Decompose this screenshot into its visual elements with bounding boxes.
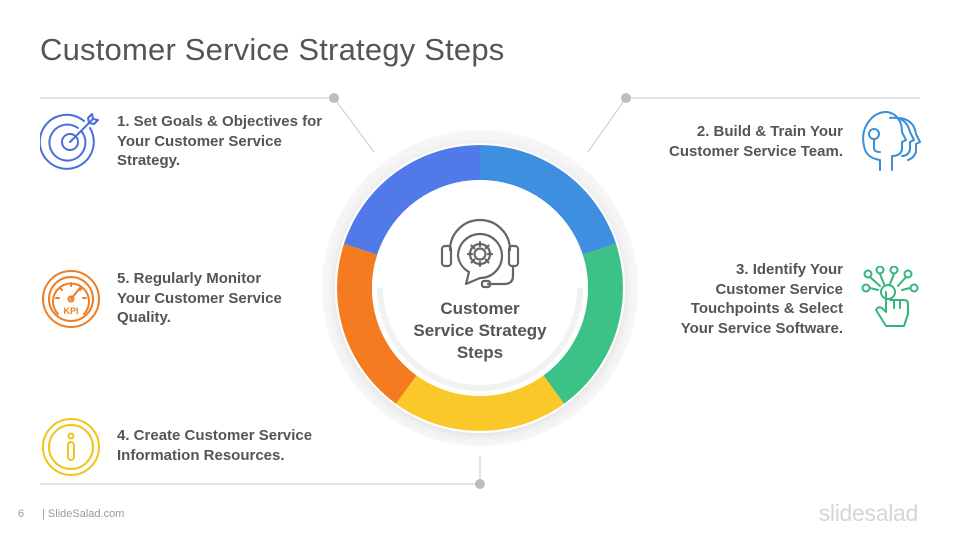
step-5-text: 5. Regularly Monitor Your Customer Servi…: [117, 270, 282, 326]
ring-segment-4: [337, 243, 417, 404]
ring-segment-1: [480, 145, 617, 255]
ring-segment-2: [543, 243, 623, 404]
kpi-gauge-icon: KPI: [42, 270, 100, 328]
connector-line-top-right-diagonal: [587, 97, 627, 153]
ring-segment-5: [343, 145, 480, 255]
step-1-text: 1. Set Goals & Objectives for Your Custo…: [117, 113, 323, 169]
ring-inner-arc: [377, 287, 583, 391]
page-number: 6: [18, 508, 25, 520]
connector-line-top-left-diagonal: [333, 97, 375, 153]
ring-inner-disc: [372, 180, 588, 396]
connector-dot-bottom: [475, 479, 485, 489]
ring-segments: [337, 145, 623, 431]
touch-network-icon: [861, 266, 919, 327]
center-label: Customer Service Strategy Steps: [413, 299, 547, 362]
connector-dot-top-right: [621, 93, 631, 103]
step-4-text: 4. Create Customer Service Information R…: [117, 427, 313, 464]
kpi-gauge-icon-lettering: KPI: [63, 306, 78, 316]
ring-diagram: [322, 130, 638, 446]
footer-site: | SlideSalad.com: [42, 508, 125, 520]
info-icon: [42, 418, 100, 476]
brand-logo: slidesalad: [818, 500, 919, 526]
headset-gear-icon: [440, 218, 520, 289]
team-heads-icon: [862, 111, 921, 171]
target-arrow-icon: [40, 113, 99, 170]
page-title: Customer Service Strategy Steps: [40, 32, 505, 67]
ring-segment-3: [395, 375, 565, 431]
step-3-text: 3. Identify Your Customer Service Touchp…: [680, 261, 843, 337]
step-2-text: 2. Build & Train Your Customer Service T…: [669, 123, 843, 160]
connector-dot-top-left: [329, 93, 339, 103]
